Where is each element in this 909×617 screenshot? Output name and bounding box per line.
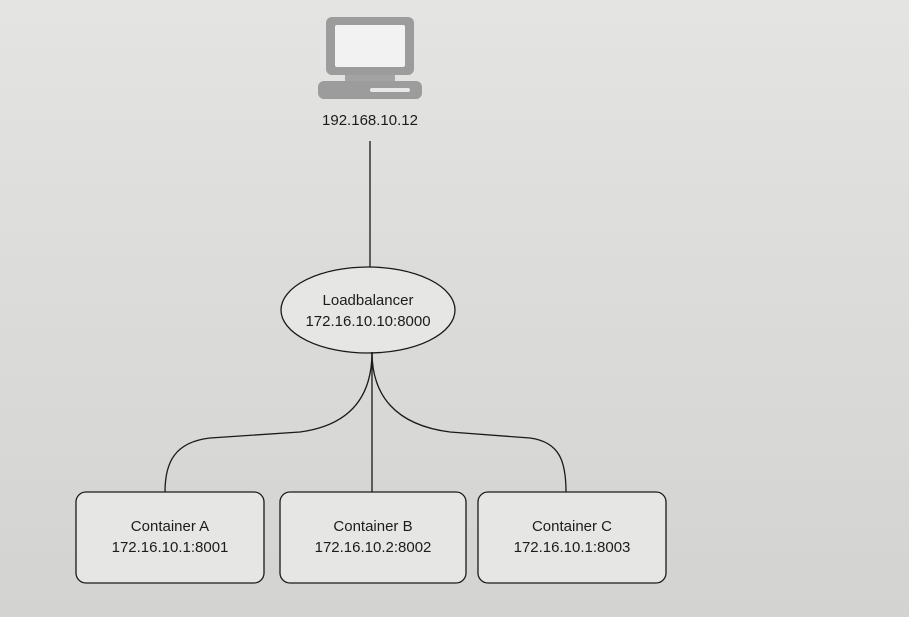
- computer-icon: [318, 17, 422, 99]
- container-b-label: Container B 172.16.10.2:8002: [280, 516, 466, 558]
- link-loadbalancer-container-c: [371, 351, 567, 493]
- loadbalancer-label: Loadbalancer 172.16.10.10:8000: [288, 290, 448, 332]
- container-b-address: 172.16.10.2:8002: [314, 539, 432, 556]
- link-loadbalancer-container-a: [164, 351, 373, 493]
- loadbalancer-name: Loadbalancer: [322, 292, 414, 309]
- container-c-address: 172.16.10.1:8003: [513, 539, 631, 556]
- container-a-label: Container A 172.16.10.1:8001: [76, 516, 264, 558]
- loadbalancer-address: 172.16.10.10:8000: [305, 313, 431, 330]
- container-c-label: Container C 172.16.10.1:8003: [478, 516, 666, 558]
- container-a-node[interactable]: [75, 491, 265, 584]
- container-c-name: Container C: [531, 518, 613, 535]
- container-a-address: 172.16.10.1:8001: [111, 539, 229, 556]
- container-c-node[interactable]: [477, 491, 667, 584]
- client-ip-label: 192.168.10.12: [322, 112, 418, 129]
- container-b-name: Container B: [333, 518, 413, 535]
- container-a-name: Container A: [130, 518, 210, 535]
- container-b-node[interactable]: [279, 491, 467, 584]
- loadbalancer-node[interactable]: [280, 266, 456, 354]
